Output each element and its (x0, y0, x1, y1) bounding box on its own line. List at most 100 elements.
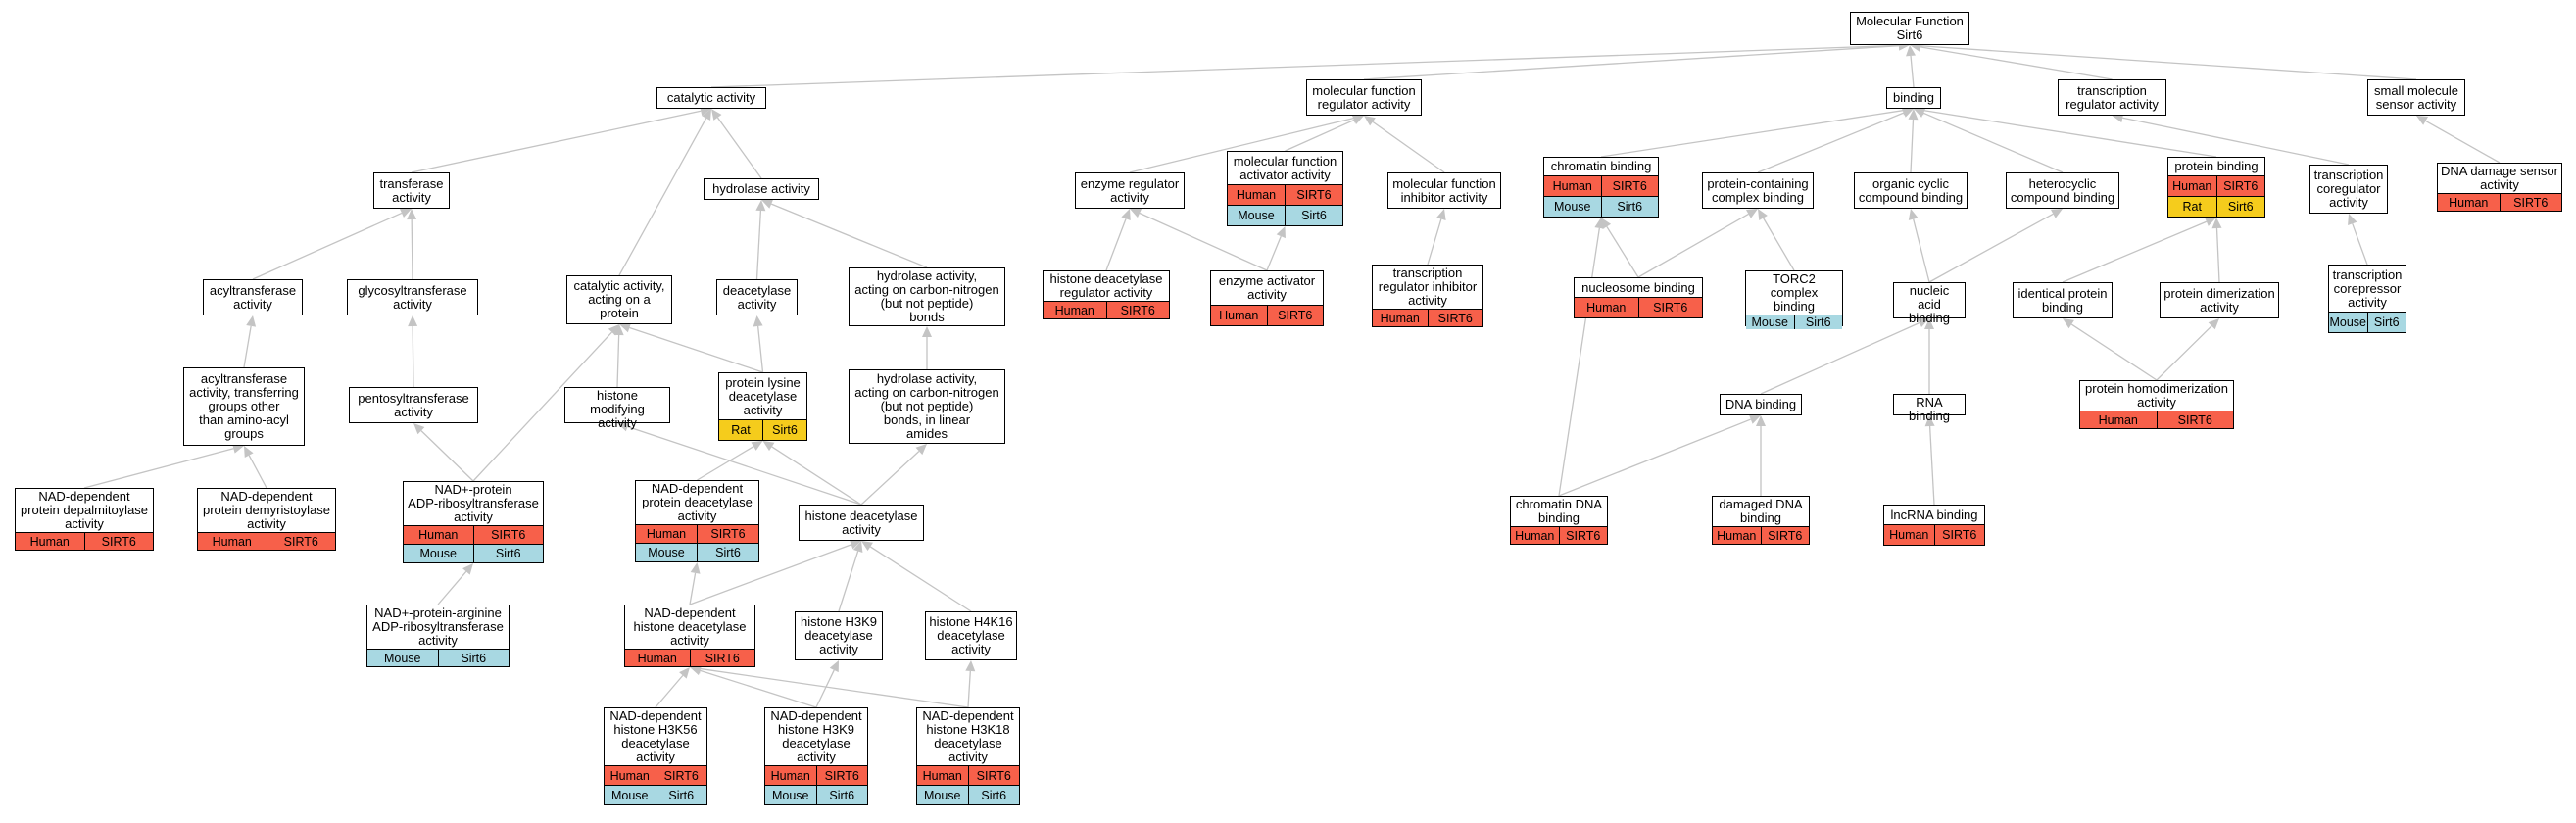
species-cell: Human (922, 768, 962, 783)
annotation-row: Human SIRT6 (1884, 524, 1984, 545)
species-cell: Human (29, 534, 70, 549)
go-term-label: RNA binding (1909, 395, 1950, 423)
gene-cell: SIRT6 (1266, 306, 1324, 325)
edge-line (472, 331, 612, 482)
edge-arrowhead (852, 541, 863, 553)
edge-arrowhead (761, 199, 774, 209)
edge-arrowhead (1901, 108, 1914, 118)
edge-line (252, 212, 403, 280)
go-term-label: identical protein binding (2017, 285, 2108, 315)
edge-arrowhead (2063, 318, 2074, 329)
edge-line (1427, 218, 1442, 266)
go-term-label: transcription coregulator activity (2313, 168, 2384, 210)
species-cell: Mouse (1238, 209, 1275, 222)
go-term-node-nadmyr: NAD-dependent protein demyristoylase act… (197, 488, 336, 551)
go-term-label: protein lysine deacetylase activity (725, 374, 801, 417)
go-term-node-h4k16: histone H4K16 deacetylase activity (925, 611, 1017, 660)
go-term-label: catalytic activity, acting on a protein (573, 278, 665, 320)
edge-arrowhead (1758, 209, 1768, 221)
edge-line (248, 455, 267, 489)
go-term-node-mf: Molecular Function Sirt6 (1850, 12, 1969, 45)
edge-line (1910, 55, 1915, 88)
edge-line (1139, 212, 1268, 271)
edge-line (967, 670, 971, 708)
go-term-node-acyl: acyltransferase activity (203, 279, 303, 315)
edge-arrowhead (849, 540, 861, 550)
edge-line (1266, 235, 1282, 271)
gene-cell: SIRT6 (1933, 525, 1985, 545)
species-cell: Mouse (1751, 315, 1789, 329)
species-cell: Mouse (771, 788, 809, 802)
species-cell: Mouse (648, 546, 685, 559)
species-cell: Mouse (923, 788, 961, 802)
edge-line (1606, 225, 1639, 278)
species-cell: Mouse (1553, 200, 1591, 214)
go-term-label: histone H3K9 deacetylase activity (800, 614, 878, 656)
edge-arrowhead (1121, 209, 1131, 221)
go-term-node-pdim: protein dimerization activity (2160, 282, 2279, 318)
go-term-label: pentosyltransferase activity (358, 390, 469, 419)
edge-arrowhead (702, 109, 711, 121)
go-term-node-nab: nucleic acid binding (1893, 282, 1966, 325)
go-term-node-mfr: molecular function regulator activity (1306, 79, 1422, 116)
go-term-node-hydro: hydrolase activity (704, 178, 819, 200)
gene-cell: SIRT6 (1427, 310, 1483, 326)
species-cell: Human (1515, 528, 1555, 543)
edge-arrowhead (2348, 214, 2357, 226)
edge-arrowhead (861, 541, 873, 552)
edge-arrowhead (2204, 217, 2216, 226)
edge-arrowhead (408, 315, 418, 327)
edge-line (655, 674, 684, 708)
edge-arrowhead (751, 441, 763, 451)
species-cell: Human (1219, 309, 1259, 322)
edge-line (618, 118, 707, 276)
edge-arrowhead (915, 444, 927, 456)
go-term-label: NAD-dependent histone deacetylase activi… (633, 605, 747, 648)
species-cell: Human (1380, 311, 1420, 325)
go-term-node-acyl2: acyltransferase activity, transferring g… (183, 367, 305, 446)
species-cell: Human (1717, 528, 1757, 543)
edge-line (869, 546, 972, 612)
go-term-node-sms: small molecule sensor activity (2367, 79, 2465, 116)
species-cell: Human (646, 527, 687, 541)
edge-line (1760, 321, 1920, 395)
edge-arrowhead (399, 208, 412, 218)
annotation-row: Human SIRT6 (1211, 305, 1323, 325)
go-term-label: enzyme regulator activity (1080, 175, 1180, 205)
edge-line (755, 210, 762, 280)
edge-line (1600, 110, 1904, 158)
edge-line (1105, 218, 1127, 271)
edge-arrowhead (753, 315, 763, 327)
edge-arrowhead (619, 322, 632, 333)
gene-cell: SIRT6 (1285, 185, 1342, 205)
go-term-node-hydcn: hydrolase activity, acting on carbon-nit… (849, 267, 1005, 326)
go-term-label: glycosyltransferase activity (358, 282, 467, 312)
gene-cell: SIRT6 (2156, 412, 2234, 428)
edge-arrowhead (1351, 115, 1364, 125)
gene-cell: SIRT6 (472, 526, 544, 544)
go-term-label: hydrolase activity (712, 181, 810, 196)
go-term-label: heterocyclic compound binding (2010, 175, 2115, 205)
go-term-label: protein binding (2174, 159, 2259, 173)
edge-line (1922, 112, 2064, 173)
go-term-node-ident: identical protein binding (2013, 282, 2113, 318)
edge-line (815, 669, 835, 708)
species-cell: Human (1889, 528, 1929, 542)
go-term-label: NAD-dependent histone H3K9 deacetylase a… (770, 708, 862, 764)
go-term-node-trreg: transcription regulator activity (2058, 79, 2166, 116)
species-cell: Human (2449, 195, 2489, 210)
species-cell: Human (2098, 412, 2138, 427)
edge-arrowhead (711, 109, 722, 121)
